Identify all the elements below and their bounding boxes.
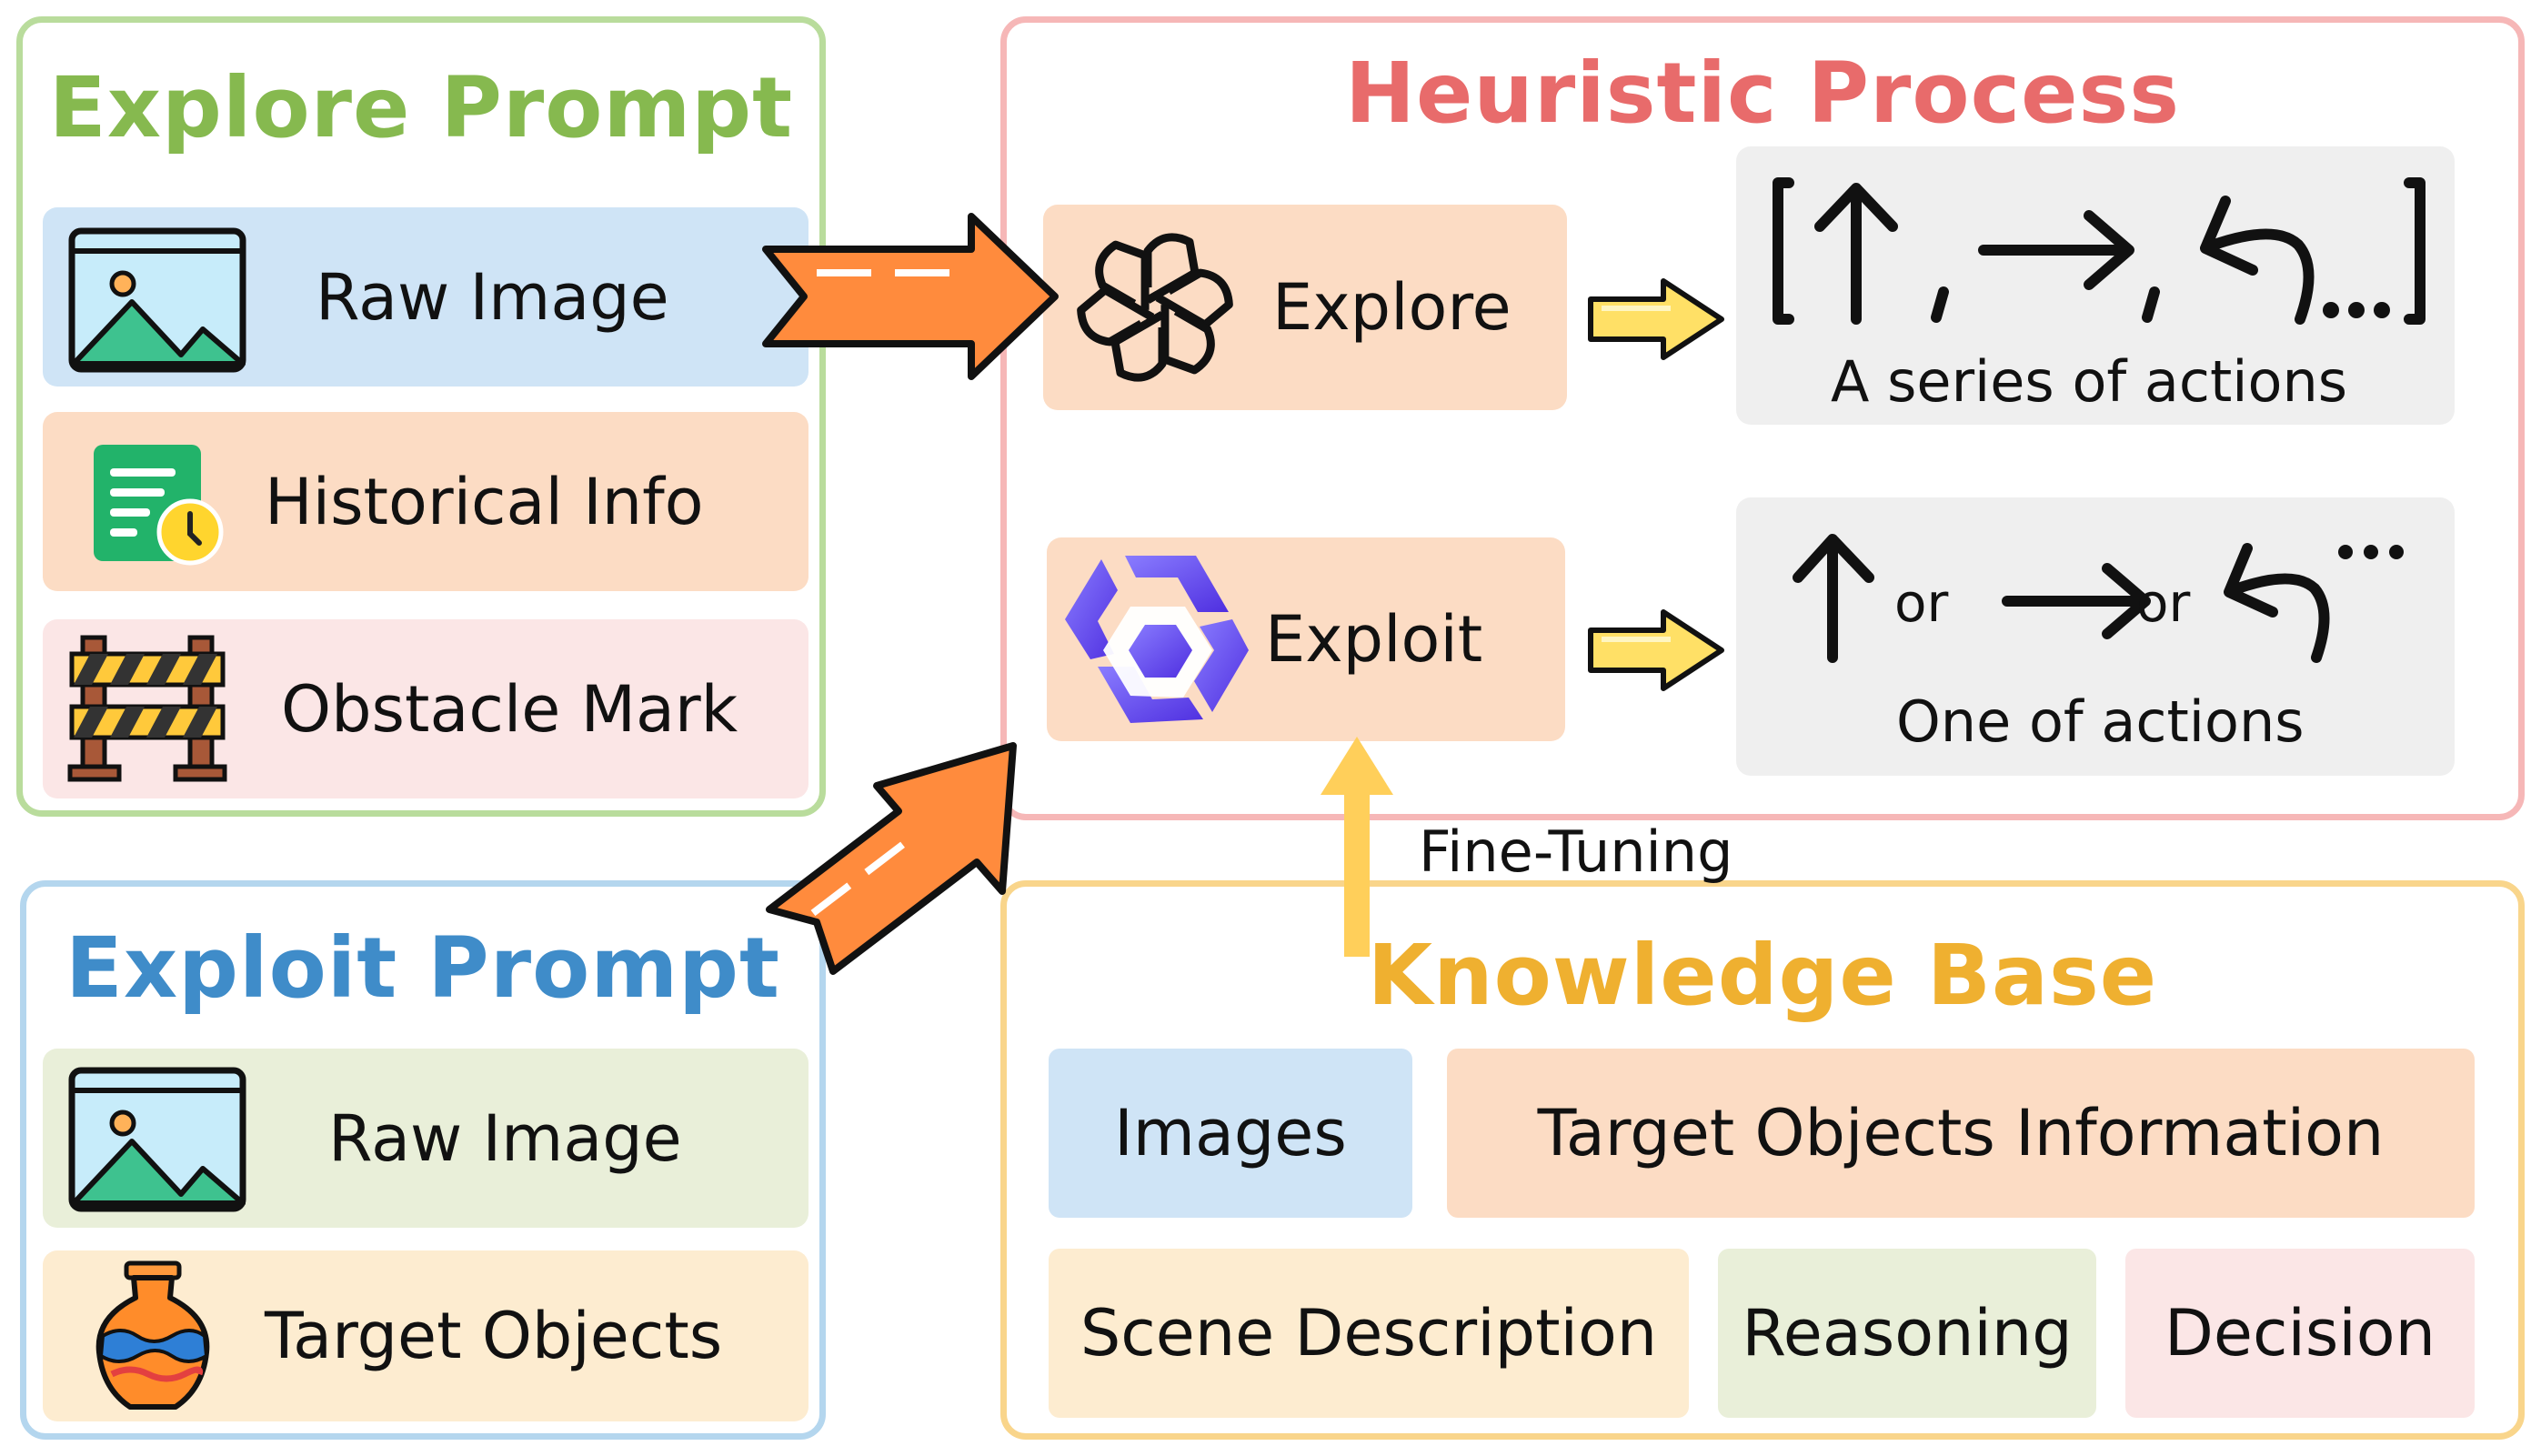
- explore-item-raw-image-label: Raw Image: [316, 259, 669, 335]
- openai-logo-icon: [1077, 233, 1233, 382]
- exploit-item-raw-image-label: Raw Image: [328, 1100, 682, 1176]
- explore-item-historical-info-label: Historical Info: [265, 464, 704, 539]
- single-action-icon: [1793, 534, 2404, 663]
- heuristic-process-panel: Heuristic Process Explore: [1000, 16, 2525, 820]
- exploit-result-or-2: or: [2136, 572, 2191, 634]
- image-icon: [68, 227, 246, 373]
- action-sequence-icon: [1773, 177, 2426, 325]
- qwen-logo-icon: [1065, 556, 1249, 723]
- exploit-model-label: Exploit: [1265, 602, 1483, 677]
- kb-item-reasoning: Reasoning: [1718, 1249, 2096, 1418]
- exploit-flow-arrow-icon: [766, 742, 1017, 975]
- exploit-item-target-objects: Target Objects: [43, 1250, 808, 1421]
- exploit-result-arrow-icon: [1588, 609, 1724, 691]
- exploit-result-or-1: or: [1894, 572, 1949, 634]
- kb-item-target-objects-information: Target Objects Information: [1447, 1049, 2475, 1218]
- barrier-icon: [67, 635, 227, 782]
- exploit-item-raw-image: Raw Image: [43, 1049, 808, 1228]
- explore-item-obstacle-mark-label: Obstacle Mark: [281, 671, 738, 747]
- kb-item-decision: Decision: [2125, 1249, 2475, 1418]
- exploit-prompt-title: Exploit Prompt: [65, 919, 781, 1017]
- exploit-model-box: Exploit: [1047, 537, 1565, 741]
- exploit-result-caption: One of actions: [1896, 688, 2305, 755]
- exploit-item-target-objects-label: Target Objects: [265, 1299, 723, 1373]
- explore-model-label: Explore: [1272, 270, 1512, 345]
- knowledge-base-title: Knowledge Base: [1367, 927, 2158, 1024]
- exploit-prompt-panel: Exploit Prompt Raw Image Target Objects: [20, 880, 826, 1440]
- vase-icon: [95, 1260, 210, 1410]
- explore-flow-arrow-icon: [762, 213, 1059, 380]
- fine-tuning-arrow-icon: [1321, 737, 1393, 957]
- explore-item-historical-info: Historical Info: [43, 412, 808, 591]
- explore-item-raw-image: Raw Image: [43, 207, 808, 387]
- kb-item-images: Images: [1049, 1049, 1412, 1218]
- explore-result-caption: A series of actions: [1831, 348, 2348, 415]
- explore-model-box: Explore: [1043, 205, 1567, 410]
- explore-prompt-title: Explore Prompt: [48, 59, 794, 156]
- knowledge-base-panel: Knowledge Base Images Target Objects Inf…: [1000, 880, 2525, 1440]
- image-icon: [68, 1067, 246, 1212]
- explore-item-obstacle-mark: Obstacle Mark: [43, 619, 808, 798]
- exploit-result-box: or or One of actions: [1736, 497, 2455, 776]
- kb-item-scene-description: Scene Description: [1049, 1249, 1689, 1418]
- explore-prompt-panel: Explore Prompt Raw Image Historical Info: [16, 16, 826, 817]
- fine-tuning-label: Fine-Tuning: [1419, 818, 1733, 885]
- explore-result-box: A series of actions: [1736, 146, 2455, 425]
- document-clock-icon: [94, 445, 224, 566]
- heuristic-process-title: Heuristic Process: [1344, 45, 2181, 142]
- explore-result-arrow-icon: [1588, 278, 1724, 360]
